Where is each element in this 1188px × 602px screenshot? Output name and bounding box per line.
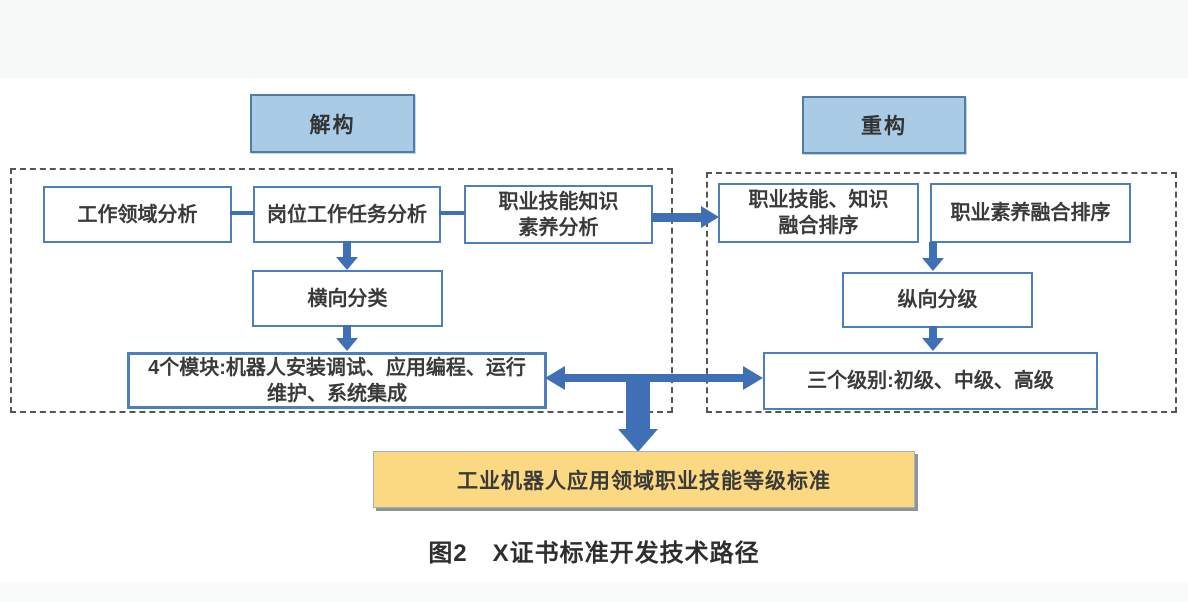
arrow-horizontal-to-modules-head <box>336 338 358 351</box>
connector-jobtask-to-analysis <box>439 211 465 215</box>
arrow-sort-to-vertical-shaft <box>929 242 937 259</box>
double-arrow-right-head <box>743 366 763 390</box>
arrow-analysis-to-sort-head <box>701 206 719 228</box>
deconstruct-group-panel <box>10 168 673 413</box>
reconstruct-group-panel <box>706 172 1177 413</box>
connector-workfield-to-jobtask <box>230 211 254 215</box>
figure-caption: 图2 X证书标准开发技术路径 <box>428 540 760 567</box>
node-horizontal-classify: 横向分类 <box>252 270 443 327</box>
arrow-to-standard-shaft <box>626 374 650 431</box>
result-standard-box: 工业机器人应用领域职业技能等级标准 <box>373 451 915 508</box>
arrow-analysis-to-sort-shaft <box>651 213 702 222</box>
node-quality-sort: 职业素养融合排序 <box>930 183 1131 243</box>
background-band-bottom <box>0 583 1188 602</box>
arrow-vertical-to-levels-head <box>922 338 944 351</box>
arrow-jobtask-to-horizontal-shaft <box>343 241 351 258</box>
node-four-modules: 4个模块:机器人安装调试、应用编程、运行 维护、系统集成 <box>127 352 547 409</box>
node-vertical-grade: 纵向分级 <box>842 272 1033 328</box>
arrow-vertical-to-levels-shaft <box>929 326 937 339</box>
double-arrow-left-head <box>545 366 565 390</box>
node-skill-knowledge-sort: 职业技能、知识 融合排序 <box>718 183 919 243</box>
arrow-sort-to-vertical-head <box>922 258 944 271</box>
node-work-field-analysis: 工作领域分析 <box>43 186 232 243</box>
node-job-task-analysis: 岗位工作任务分析 <box>253 186 441 243</box>
arrow-horizontal-to-modules-shaft <box>343 325 351 339</box>
background-band-top <box>0 0 1188 78</box>
arrow-jobtask-to-horizontal-head <box>336 257 358 270</box>
arrow-to-standard-head <box>618 429 658 452</box>
double-arrow-modules-levels-shaft <box>564 374 744 382</box>
phase-box-reconstruct: 重构 <box>802 96 966 154</box>
node-skill-knowledge-analysis: 职业技能知识 素养分析 <box>464 185 653 244</box>
node-three-levels: 三个级别:初级、中级、高级 <box>763 352 1098 410</box>
phase-box-deconstruct: 解构 <box>250 94 415 153</box>
